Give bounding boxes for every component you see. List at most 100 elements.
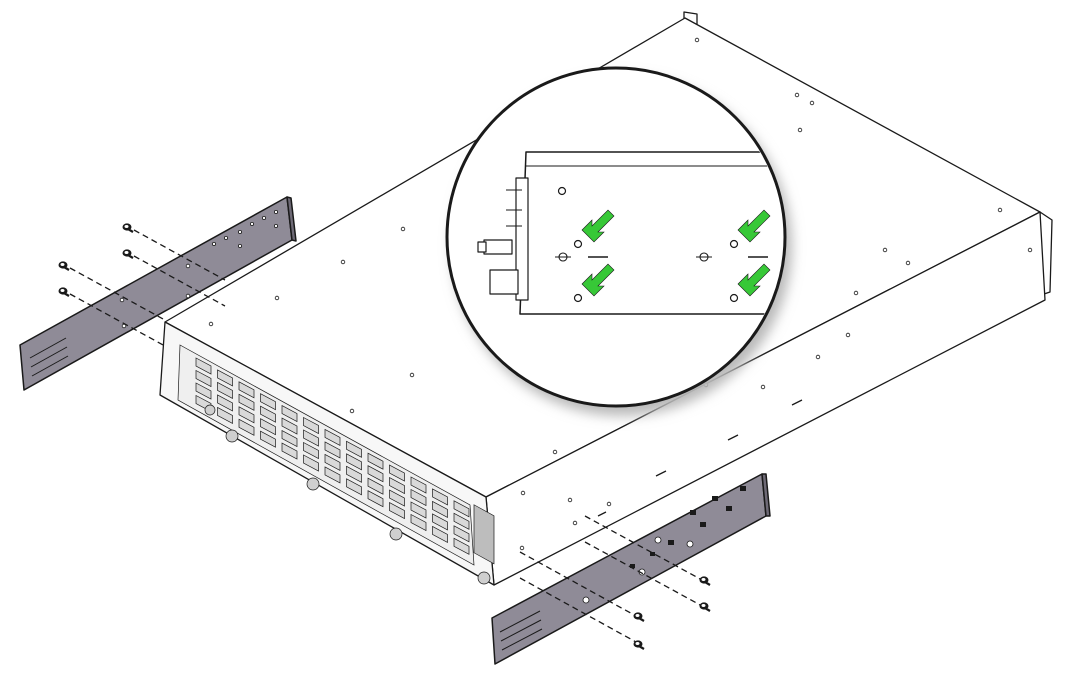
- bracket-cutout: [650, 552, 655, 556]
- screw-hole: [572, 520, 578, 526]
- bracket-cutout: [740, 486, 746, 491]
- bracket-slot: [499, 610, 541, 633]
- port-grid: [195, 357, 470, 555]
- screw-hole: [905, 260, 911, 266]
- bracket-hole: [273, 223, 278, 228]
- detail-holes: [557, 186, 739, 303]
- right-bracket-cutouts: [630, 486, 746, 568]
- bracket-slot: [501, 628, 543, 651]
- right-mounting-bracket: [491, 473, 771, 665]
- port: [432, 488, 448, 506]
- port: [346, 465, 362, 483]
- detail-handle: [489, 269, 519, 295]
- guide-line: [519, 551, 637, 617]
- left-screws: [57, 222, 135, 298]
- bracket-cutout: [668, 540, 674, 545]
- screw-hole: [794, 92, 800, 98]
- port: [389, 489, 405, 507]
- front-latch: [204, 404, 216, 416]
- bracket-cutout: [712, 496, 718, 501]
- screw-hole: [997, 207, 1003, 213]
- port: [217, 369, 233, 387]
- screw-hole: [349, 408, 355, 414]
- screw-icon: [632, 611, 646, 623]
- bracket-hole: [249, 221, 254, 226]
- front-latch: [306, 477, 320, 491]
- port: [346, 478, 362, 496]
- bracket-hole: [582, 596, 590, 604]
- port: [238, 418, 255, 436]
- guide-line: [133, 255, 226, 307]
- port: [324, 428, 341, 446]
- guide-line: [69, 293, 166, 347]
- bracket-slot: [30, 346, 68, 368]
- port: [432, 525, 448, 543]
- port: [281, 417, 298, 435]
- port: [238, 381, 255, 399]
- side-slot: [791, 399, 803, 406]
- bracket-slot: [500, 619, 542, 642]
- port: [260, 430, 276, 448]
- bracket-cutout: [690, 510, 696, 515]
- screw-hole: [340, 259, 346, 265]
- screw-hole: [400, 226, 406, 232]
- port: [238, 406, 255, 424]
- port: [324, 466, 341, 484]
- screw-icon: [57, 260, 71, 272]
- bracket-cutout: [700, 522, 706, 527]
- screw-icon: [632, 639, 646, 651]
- port: [389, 477, 405, 495]
- detail-hole: [557, 186, 567, 196]
- bracket-cutout: [726, 506, 732, 511]
- port: [346, 440, 362, 458]
- port: [367, 452, 384, 470]
- port: [303, 454, 319, 472]
- detail-hole: [729, 239, 739, 249]
- arrow-icon: [581, 209, 615, 243]
- guide-line: [133, 229, 226, 281]
- port: [217, 381, 233, 399]
- screw-hole: [694, 37, 700, 43]
- arrow-icon: [737, 209, 771, 243]
- screw-hole: [519, 545, 525, 551]
- right-bracket-holes: [582, 536, 694, 604]
- port: [303, 429, 319, 447]
- screw-hole: [882, 247, 888, 253]
- left-bracket-holes: [119, 209, 278, 329]
- port: [260, 393, 276, 411]
- port: [389, 502, 405, 520]
- screw-hole: [606, 501, 612, 507]
- screw-icon: [57, 286, 71, 298]
- screw-hole: [409, 372, 415, 378]
- right-screw-guides: [519, 515, 703, 643]
- screw-hole: [809, 100, 815, 106]
- detail-latch: [483, 239, 513, 255]
- port: [410, 501, 427, 519]
- port: [453, 512, 470, 530]
- port: [217, 406, 233, 424]
- port: [410, 513, 427, 532]
- bracket-hole: [119, 297, 125, 303]
- bracket-hole: [185, 263, 191, 269]
- screw-hole: [520, 490, 526, 496]
- side-slot: [727, 434, 739, 441]
- port: [217, 394, 233, 412]
- port: [195, 382, 212, 400]
- detail-hole: [573, 239, 583, 249]
- port: [453, 500, 470, 518]
- bracket-hole: [223, 235, 228, 240]
- bracket-hole: [686, 540, 694, 548]
- detail-hole: [729, 293, 739, 303]
- bracket-slot: [31, 355, 69, 377]
- left-bracket-edge: [286, 196, 297, 242]
- port: [281, 430, 298, 448]
- bracket-hole: [211, 241, 216, 246]
- detail-arrows: [581, 209, 771, 297]
- guide-line: [519, 577, 637, 643]
- screw-hole: [845, 332, 851, 338]
- port: [346, 453, 362, 471]
- left-mounting-bracket: [19, 196, 297, 391]
- guide-line: [69, 267, 166, 321]
- port: [432, 500, 448, 518]
- port: [324, 453, 341, 471]
